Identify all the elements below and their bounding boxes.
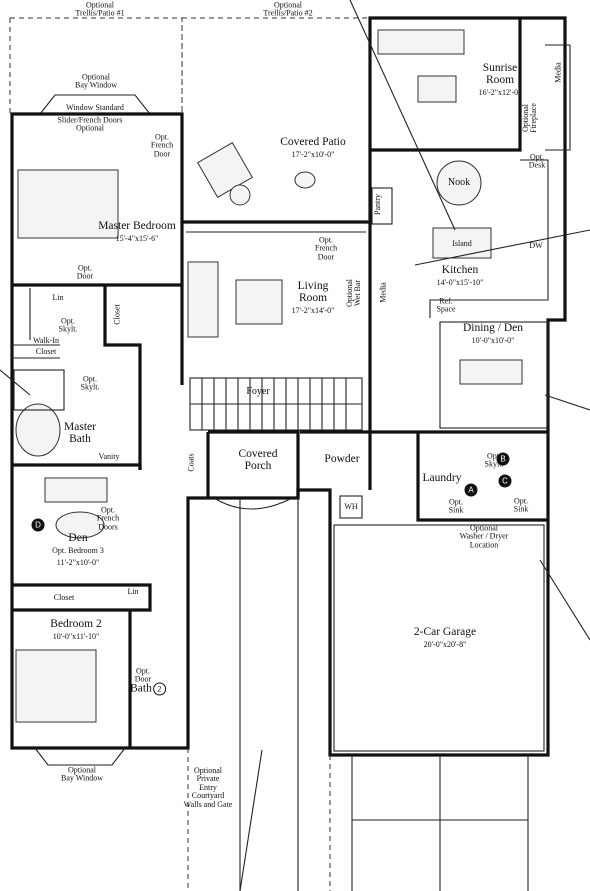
coats-label: Coats <box>186 453 196 472</box>
entry-walk <box>239 498 299 891</box>
covered-porch <box>206 430 300 498</box>
kitchen-counter <box>429 159 549 318</box>
opt-door-b2-label: Opt.Door <box>134 666 152 684</box>
garage-area <box>333 524 545 752</box>
driveway <box>351 755 529 891</box>
foyer-tile <box>189 377 363 431</box>
laundry-label: Laundry <box>422 471 462 484</box>
pantry-label: Pantry <box>372 194 382 215</box>
sunrise-room-walls <box>370 18 522 152</box>
opt-skylt-bath-label: Opt.Skylt. <box>80 374 100 392</box>
bay-window-top <box>39 94 151 115</box>
foyer-label: Foyer <box>246 385 270 397</box>
media-top-label: Media <box>553 62 563 83</box>
ref-space-label: Ref.Space <box>436 296 456 314</box>
water-heater <box>339 495 363 519</box>
opt-sink-a-label: Opt.Sink <box>448 497 464 515</box>
vanity-label: Vanity <box>98 451 120 461</box>
trellis-patio-1 <box>9 17 183 115</box>
trellis-patio-2 <box>181 17 371 224</box>
badge-c: C <box>498 474 512 488</box>
closet-v-label: Closet <box>112 304 122 325</box>
lin-top-label: Lin <box>52 292 64 302</box>
island-label: Island <box>452 238 472 248</box>
badge-b: B <box>496 452 510 466</box>
opt-skylt-laundry-label: Opt.Skylt. <box>484 451 504 469</box>
kitchen-island <box>432 227 492 259</box>
window-standard-label: Window Standard <box>66 102 124 112</box>
master-bath-tub <box>15 403 61 457</box>
walk-in-label: Walk-In <box>32 335 60 345</box>
media-lr-label: Media <box>378 282 388 303</box>
bedroom2-bed <box>15 649 97 723</box>
lin-b2-label: Lin <box>127 586 139 596</box>
opt-desk-label: Opt.Desk <box>528 152 546 170</box>
opt-skylt-mb-label: Opt.Skylt. <box>58 316 78 334</box>
badge-d: D <box>31 518 45 532</box>
closet-b2-label: Closet <box>53 592 75 602</box>
bay-window-bottom <box>34 747 126 766</box>
wh-label: WH <box>344 501 358 511</box>
master-bed <box>17 169 119 239</box>
powder-label: Powder <box>324 452 360 465</box>
opt-door-top-label: Opt.Door <box>76 263 94 281</box>
opt-sink-b-label: Opt.Sink <box>513 496 529 514</box>
pantry <box>371 187 393 225</box>
closet-h-label: Closet <box>35 346 57 356</box>
nook-label: Nook <box>447 176 471 188</box>
dw-label: DW <box>529 240 543 250</box>
badge-a: A <box>464 483 478 497</box>
dining-den-area <box>439 321 549 429</box>
